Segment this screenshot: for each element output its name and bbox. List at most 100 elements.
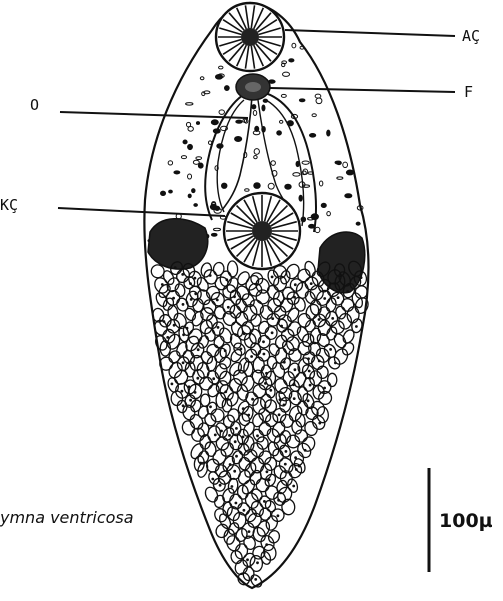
egg-dot	[224, 390, 227, 393]
egg	[278, 296, 295, 314]
egg-dot	[295, 468, 298, 471]
egg-dot	[309, 384, 312, 387]
stipple-dot	[293, 173, 300, 177]
egg-dot	[292, 383, 295, 386]
egg-dot	[182, 333, 185, 336]
stipple-dot	[315, 227, 320, 232]
egg-dot	[250, 355, 253, 358]
egg-dot	[256, 561, 259, 564]
f-leader	[270, 88, 455, 92]
egg	[263, 411, 280, 428]
egg	[221, 426, 236, 442]
egg	[278, 412, 295, 429]
egg	[234, 527, 249, 543]
egg-dot	[318, 318, 321, 321]
stipple-dot	[345, 194, 352, 198]
egg-dot	[307, 399, 310, 402]
stipple-dot	[277, 131, 282, 135]
stipple-dot	[181, 156, 186, 159]
stipple-dot	[343, 162, 348, 167]
ventral-sucker	[224, 193, 300, 269]
ac-leader	[285, 30, 455, 36]
stipple-dot	[186, 122, 190, 127]
egg	[279, 270, 291, 285]
stipple-dot	[253, 111, 256, 116]
egg-dot	[189, 282, 192, 285]
egg-dot	[234, 440, 237, 443]
stipple-dot	[245, 189, 249, 192]
egg-dot	[254, 578, 257, 581]
scale-bar-label: 100µ	[439, 510, 493, 532]
egg-dot	[304, 449, 307, 452]
egg	[296, 267, 313, 284]
egg-dot	[331, 317, 334, 320]
stipple-dot	[279, 120, 282, 123]
stipple-dot	[316, 98, 322, 104]
label-kc: KÇ	[0, 196, 18, 214]
stipple-dot	[268, 183, 274, 189]
stipple-dot	[194, 204, 198, 207]
stipple-dot	[222, 183, 227, 188]
egg	[203, 412, 218, 428]
egg-dot	[182, 361, 185, 364]
stipple-dot	[285, 184, 291, 189]
stipple-dot	[312, 114, 316, 117]
egg-dot	[173, 324, 176, 327]
stipple-dot	[188, 174, 192, 179]
stipple-dot	[196, 157, 202, 160]
egg-dot	[174, 266, 177, 269]
stipple-dot	[188, 194, 191, 198]
stipple-dot	[254, 183, 260, 189]
egg-dot	[284, 463, 287, 466]
stipple-dot	[219, 66, 223, 69]
stipple-dot	[327, 130, 330, 136]
egg-dot	[262, 340, 265, 343]
stipple-dot	[211, 120, 218, 125]
egg-dot	[277, 514, 280, 517]
stipple-dot	[211, 233, 217, 236]
stipple-dot	[254, 156, 258, 159]
stipple-dot	[254, 149, 259, 155]
egg	[167, 349, 183, 365]
pharynx	[236, 74, 270, 100]
stipple-dot	[224, 86, 229, 91]
egg	[221, 486, 237, 504]
egg	[227, 261, 238, 277]
stipple-dot	[296, 161, 299, 166]
egg-dot	[329, 348, 332, 351]
egg-dot	[190, 298, 193, 301]
egg-dot	[292, 485, 295, 488]
egg-dot	[251, 398, 254, 401]
stipple-dot	[356, 222, 360, 225]
egg-dot	[248, 530, 251, 533]
stipple-dot	[299, 195, 302, 201]
egg	[335, 305, 347, 319]
stipple-dot	[309, 133, 315, 137]
egg	[242, 322, 253, 334]
stipple-dot	[200, 77, 204, 80]
egg-dot	[271, 331, 274, 334]
stipple-dot	[262, 105, 265, 111]
egg-dot	[212, 377, 215, 380]
egg-dot	[269, 389, 272, 392]
egg	[243, 567, 255, 581]
egg	[315, 331, 332, 348]
egg-dot	[355, 325, 358, 328]
stipple-dot	[289, 59, 294, 62]
egg-dot	[263, 353, 266, 356]
stipple-dot	[183, 140, 187, 144]
egg-dot	[310, 282, 313, 285]
stipple-dot	[271, 161, 276, 166]
egg-dot	[271, 317, 274, 320]
stipple-dot	[188, 144, 193, 149]
egg	[300, 435, 316, 453]
egg-dot	[181, 390, 184, 393]
egg-dot	[217, 326, 220, 329]
egg-dot	[334, 362, 337, 365]
egg-dot	[280, 325, 283, 328]
egg-dot	[266, 470, 269, 473]
egg-dot	[189, 399, 192, 402]
egg-dot	[211, 478, 214, 481]
